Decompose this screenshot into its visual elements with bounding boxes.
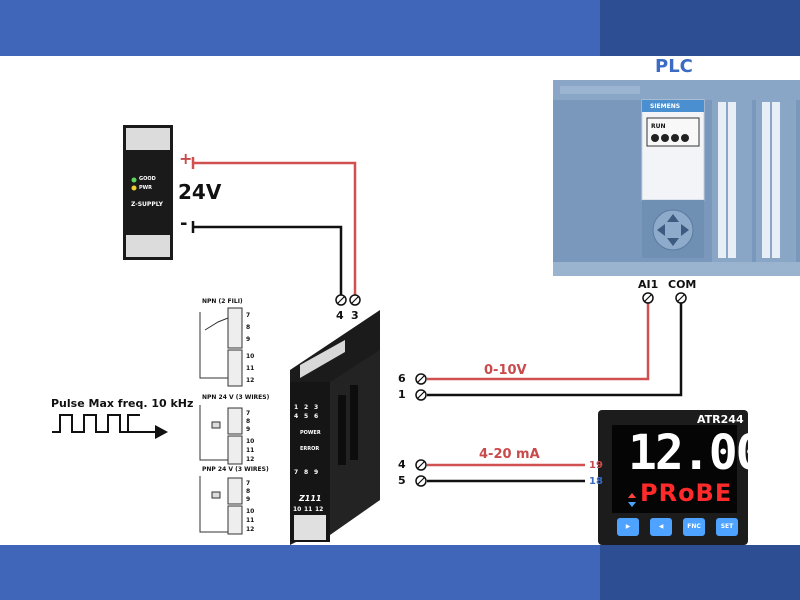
plc-title: PLC [655,56,693,77]
signal-current-label: 4-20 mA [479,447,540,462]
terminal-com-label: COM [668,278,697,291]
terminal-4b-label: 4 [398,458,406,471]
supply-minus-label: - [180,213,188,234]
supply-voltage-label: 24V [178,180,222,204]
power-supply [123,125,173,260]
module-terminal-2: 2 [304,404,309,411]
terminal-4-label: 4 [336,309,344,322]
pnp3-num-12: 12 [246,526,255,533]
module-terminal-9: 9 [314,469,319,476]
module-terminal-6: 6 [314,413,319,420]
npn2-title: NPN (2 FILI) [202,298,243,305]
signal-voltage-label: 0-10V [484,363,527,378]
wires [191,157,683,483]
pulse-waveform [52,414,168,439]
terminal-19-label: 19 [589,460,603,471]
module-power-label: POWER [300,430,321,436]
pnp3-num-8: 8 [246,488,251,495]
header-band [0,0,800,56]
pnp3-num-7: 7 [246,480,251,487]
npn3-num-9: 9 [246,426,251,433]
npn3-num-7: 7 [246,410,251,417]
z111-module [290,310,380,545]
terminal-3-label: 3 [351,309,359,322]
atr-arrow-right-button[interactable]: ▶ [617,518,639,536]
module-terminal-10: 10 [293,506,302,513]
npn3-num-8: 8 [246,418,251,425]
supply-plus-label: + [179,149,193,168]
npn2-num-12: 12 [246,377,255,384]
terminal-1-label: 1 [398,388,406,401]
module-terminal-3: 3 [314,404,319,411]
atr-fnc-button[interactable]: FNC [683,518,705,536]
pnp3-title: PNP 24 V (3 WIRES) [202,466,269,473]
npn2-num-8: 8 [246,324,251,331]
terminal-ai1-label: AI1 [638,278,659,291]
npn3-num-11: 11 [246,447,255,454]
terminal-6-label: 6 [398,372,406,385]
plc-device [553,80,800,276]
module-terminal-12: 12 [315,506,324,513]
atr-arrow-left-button[interactable]: ◀ [650,518,672,536]
npn3-num-10: 10 [246,438,255,445]
npn2-num-10: 10 [246,353,255,360]
footer-band [0,545,800,600]
npn2-num-11: 11 [246,365,255,372]
module-name: Z111 [299,494,322,503]
atr-display-value: 12.00 [628,425,764,481]
pulse-label: Pulse Max freq. 10 kHz [51,397,194,410]
npn3-title: NPN 24 V (3 WIRES) [202,394,270,401]
pnp3-num-10: 10 [246,508,255,515]
npn3-num-12: 12 [246,456,255,463]
module-terminal-5: 5 [304,413,309,420]
plc-run-label: RUN [651,123,666,130]
terminal-5-label: 5 [398,474,406,487]
pnp3-num-9: 9 [246,496,251,503]
footer-band-accent [600,545,800,600]
module-terminal-4: 4 [294,413,299,420]
header-band-accent [600,0,800,56]
module-terminal-7: 7 [294,469,299,476]
pnp3-num-11: 11 [246,517,255,524]
module-error-label: ERROR [300,446,320,452]
supply-led-pwr-label: PWR [139,185,153,191]
supply-led-good-label: GOOD [139,176,156,182]
supply-name: Z-SUPPLY [131,201,163,208]
atr-title: ATR244 [697,413,744,426]
module-terminal-11: 11 [304,506,313,513]
atr244-device [598,410,748,545]
atr-set-button[interactable]: SET [716,518,738,536]
plc-brand: SIEMENS [650,103,681,110]
terminal-18-label: 18 [589,476,603,487]
npn2-num-7: 7 [246,312,251,319]
atr-display-text: PRoBE [640,479,733,507]
module-terminal-8: 8 [304,469,309,476]
module-terminal-1: 1 [294,404,299,411]
sensor-schematics [199,307,243,535]
npn2-num-9: 9 [246,336,251,343]
